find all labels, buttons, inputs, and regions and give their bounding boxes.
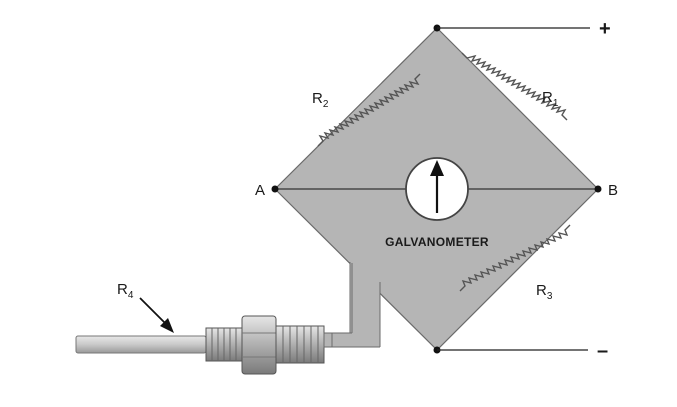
probe-rod — [75, 335, 207, 354]
label-node-b: B — [608, 182, 618, 199]
resistor-r3-zigzag — [459, 224, 571, 292]
galvanometer-needle-arrowhead — [430, 160, 444, 176]
label-galvanometer: GALVANOMETER — [385, 235, 489, 249]
r4-pointer-arrowhead — [160, 318, 174, 333]
label-r2: R2 — [312, 90, 329, 110]
resistor-r2-zigzag — [317, 73, 421, 147]
probe-hex-nut — [241, 315, 277, 375]
resistor-r1-zigzag — [461, 52, 568, 121]
r4-pointer-line — [139, 297, 169, 327]
node-b-dot — [594, 185, 602, 193]
probe-stub — [323, 332, 333, 348]
label-negative: – — [597, 340, 608, 362]
label-r3: R3 — [536, 282, 553, 302]
node-a-dot — [271, 185, 279, 193]
label-r1: R1 — [542, 89, 559, 109]
label-positive: + — [599, 18, 611, 40]
label-r4: R4 — [117, 281, 134, 301]
rtd-probe — [75, 315, 333, 375]
label-node-a: A — [255, 182, 265, 199]
sensor-lead — [330, 333, 380, 347]
